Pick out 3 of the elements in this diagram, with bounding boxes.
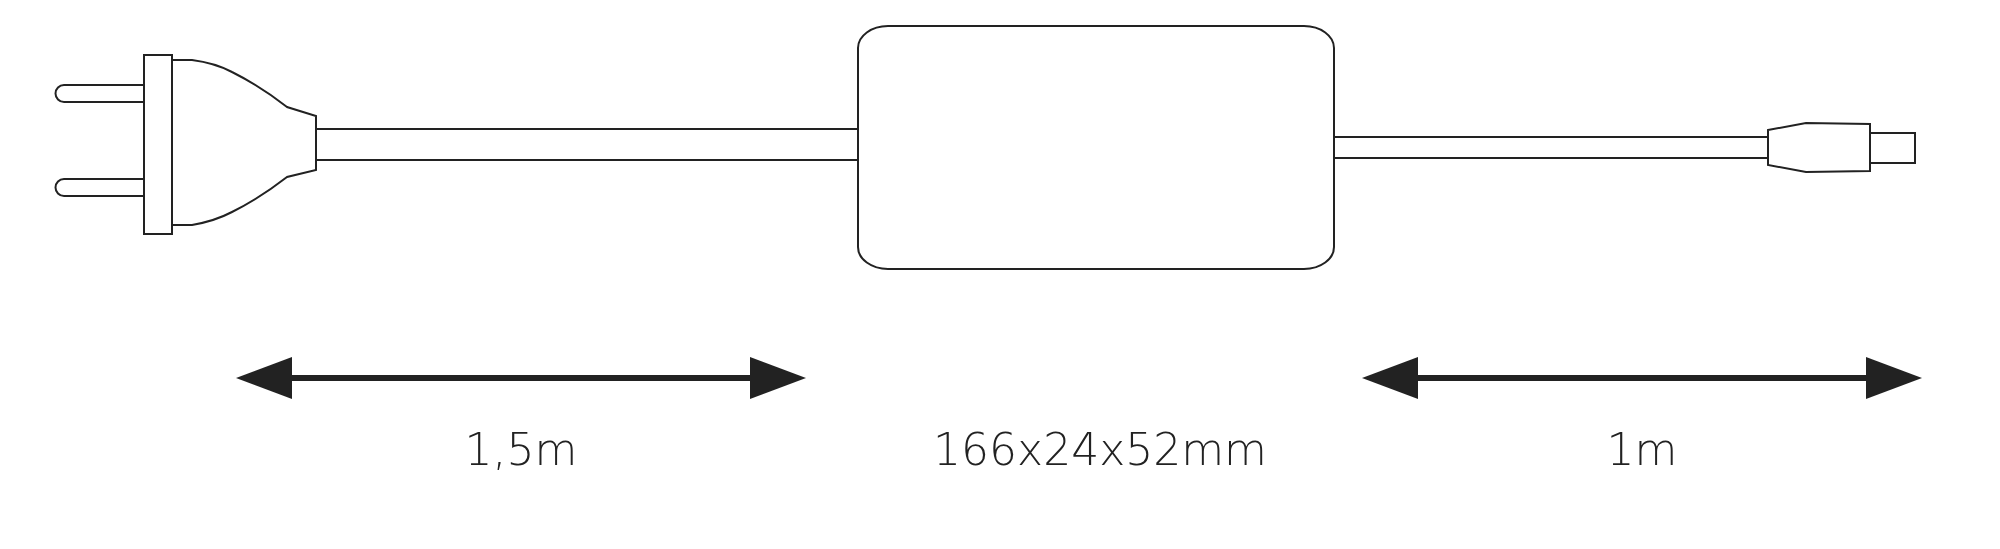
dimension-label: 1,5m bbox=[464, 428, 578, 472]
dimension-label: 166x24x52mm bbox=[933, 428, 1267, 472]
dimension-label: 1m bbox=[1606, 428, 1678, 472]
